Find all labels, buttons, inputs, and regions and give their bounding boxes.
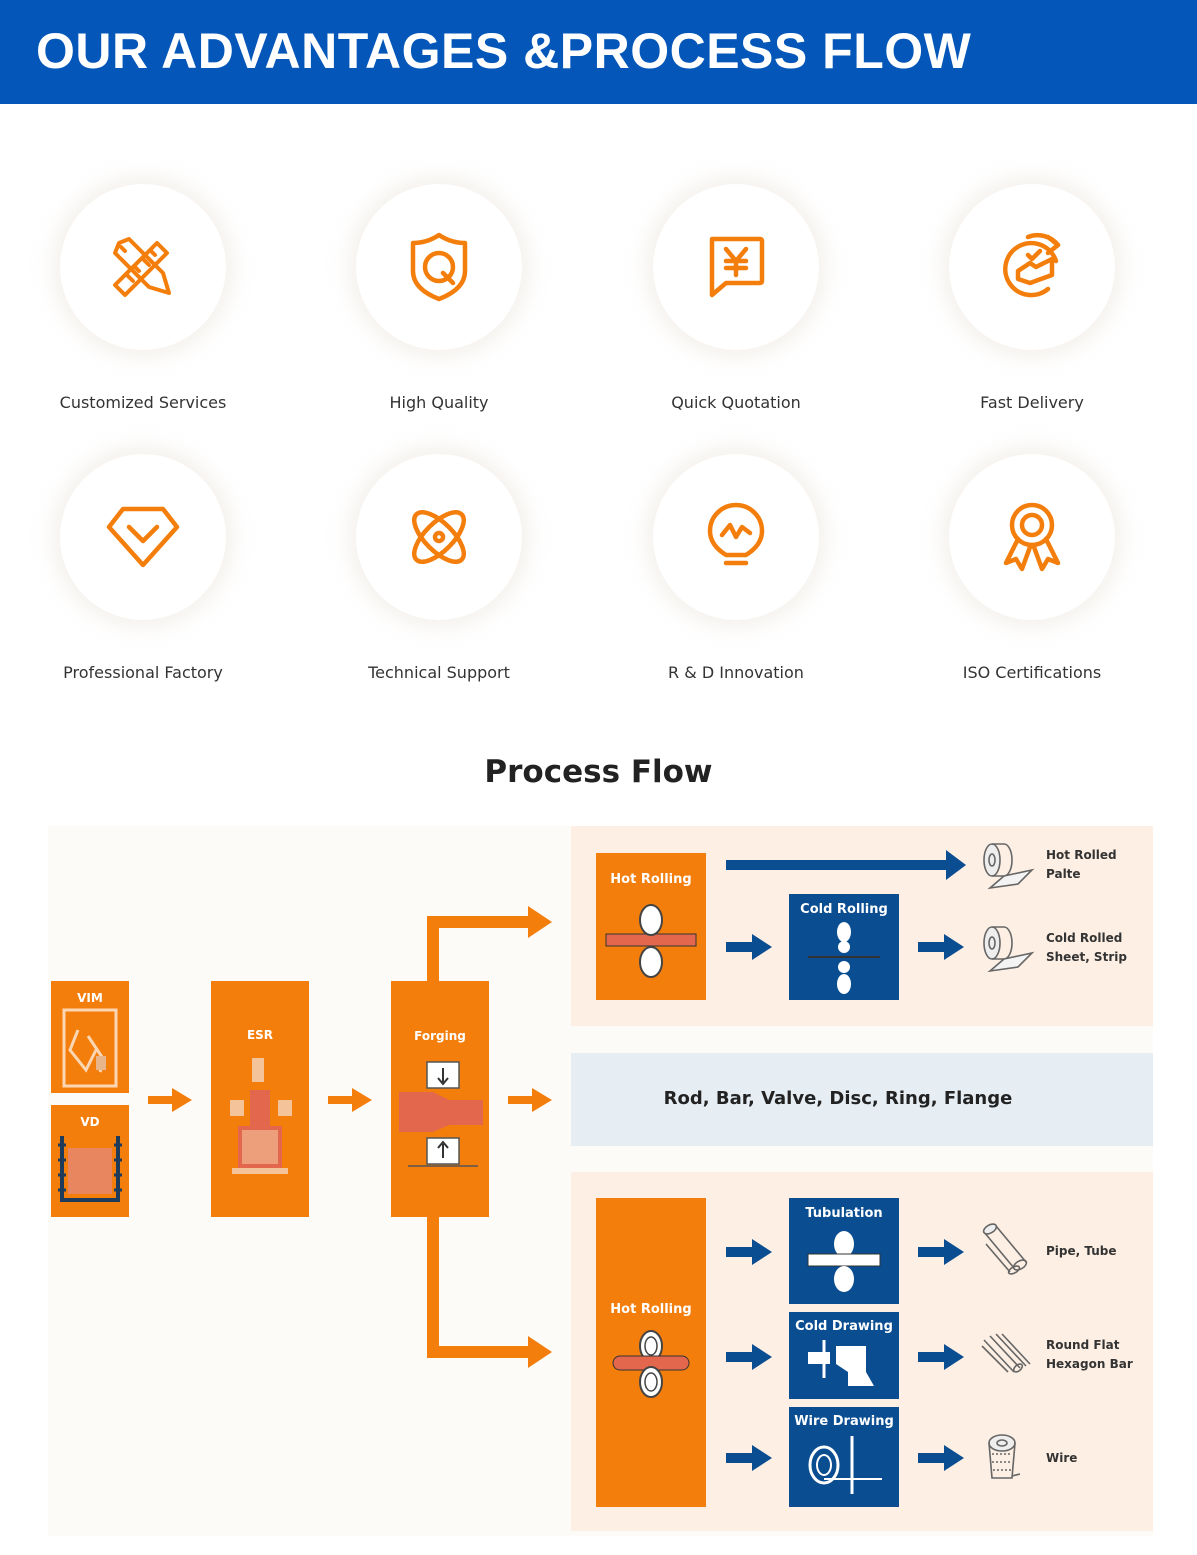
middle-panel [571,1053,1153,1146]
esr-label: ESR [247,1028,273,1042]
cold-rolled-coil-icon [983,926,1035,973]
round-hexagon-bar-icon [981,1333,1031,1373]
atom-icon [412,510,466,564]
header-banner: OUR ADVANTAGES &PROCESS FLOW [0,0,1197,104]
advantage-circle [356,184,522,350]
lightbulb-icon [707,502,765,566]
top-hot-rolling-label: Hot Rolling [610,872,691,887]
advantage-label: Customized Services [59,393,227,412]
hot-rolled-coil-icon [983,843,1035,890]
wire-label: Wire [1046,1451,1077,1465]
tubulation-label: Tubulation [805,1206,882,1221]
advantage-label: Professional Factory [63,663,223,682]
cold-drawing-box [789,1312,899,1399]
cold-rolling-label: Cold Rolling [800,902,888,917]
cold-rolled-label-2: Sheet, Strip [1046,950,1127,964]
refresh-check-icon [1003,232,1061,298]
advantage-label: Quick Quotation [671,393,801,412]
tubulation-box [789,1198,899,1304]
advantage-circle [60,184,226,350]
branch-top-arrowhead [528,906,552,938]
hot-rolled-label-1: Hot Rolled [1046,848,1117,862]
branch-top-line [427,916,530,981]
wire-spool-icon [988,1434,1021,1479]
wire-drawing-box [789,1407,899,1507]
cold-rolled-label-1: Cold Rolled [1046,931,1122,945]
process-flow-title: Process Flow [484,754,713,790]
hexagon-bar-label: Hexagon Bar [1046,1357,1133,1371]
wire-drawing-label: Wire Drawing [794,1414,894,1429]
bottom-hot-rolling-box [596,1198,706,1507]
yen-chat-icon [709,236,765,298]
advantage-circle [356,454,522,620]
advantage-circle [949,184,1115,350]
forging-label: Forging [414,1029,466,1043]
vim-label: VIM [77,991,103,1005]
vim-box [51,981,129,1093]
advantage-circle [653,184,819,350]
bottom-hot-rolling-label: Hot Rolling [610,1302,691,1317]
pipe-tube-icon [982,1223,1028,1275]
vd-box [51,1105,129,1217]
shield-q-icon [410,232,468,302]
middle-products-label: Rod, Bar, Valve, Disc, Ring, Flange [664,1088,1013,1109]
cold-rolling-box [789,894,899,1000]
forging-box [391,981,489,1217]
advantage-label: High Quality [389,393,489,412]
advantage-circle [60,454,226,620]
advantage-label: Fast Delivery [980,393,1084,412]
award-ribbon-icon [1003,502,1061,572]
cold-drawing-label: Cold Drawing [795,1319,893,1334]
round-flat-label: Round Flat [1046,1338,1120,1352]
esr-box [211,981,309,1217]
advantage-label: ISO Certifications [962,663,1102,682]
top-hot-rolling-box [596,853,706,1000]
page-title: OUR ADVANTAGES &PROCESS FLOW [36,23,972,79]
advantage-label: R & D Innovation [668,663,804,682]
advantage-label: Technical Support [368,663,510,682]
advantage-circle [949,454,1115,620]
vd-label: VD [80,1115,99,1129]
pencil-ruler-icon [113,237,171,297]
diamond-check-icon [106,506,180,568]
branch-bottom-line [427,1217,530,1358]
arrow-long-navy [726,850,966,880]
hot-rolled-label-2: Palte [1046,867,1081,881]
branch-bottom-arrowhead [528,1336,552,1368]
advantage-circle [653,454,819,620]
pipe-tube-label: Pipe, Tube [1046,1244,1117,1258]
